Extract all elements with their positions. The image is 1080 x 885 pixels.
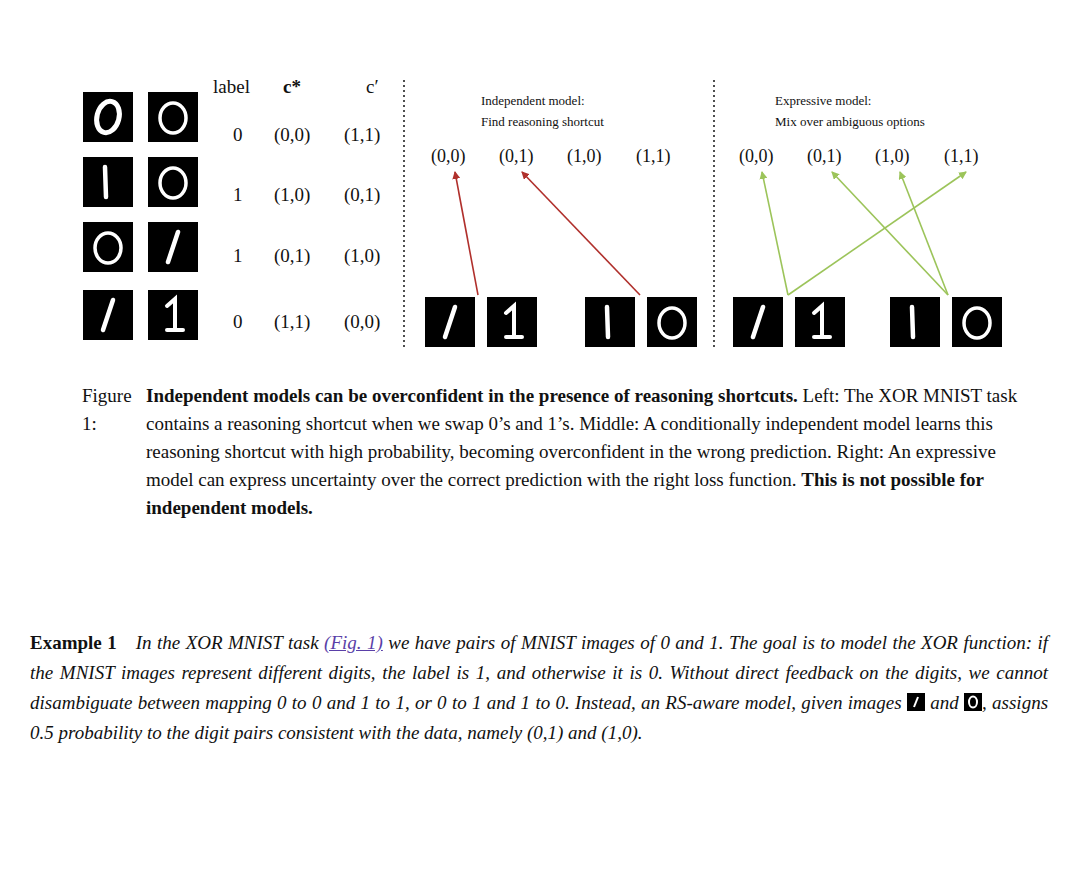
table-cell: (1,0): [344, 245, 380, 267]
panel-heading: Find reasoning shortcut: [481, 115, 604, 130]
table-cell: (0,1): [344, 184, 380, 206]
table-cell: 0: [233, 311, 243, 333]
table-cell: (1,1): [274, 311, 310, 333]
table-cell: 0: [233, 124, 243, 146]
caption-body: Independent models can be overconfident …: [146, 382, 1048, 522]
table-cell: (1,1): [344, 124, 380, 146]
figure-link: (Fig. 1): [324, 632, 383, 653]
inline-digit: [907, 693, 925, 711]
option-label: (0,0): [739, 146, 774, 167]
table-cell: (0,1): [274, 245, 310, 267]
mixture-arrows: [762, 172, 966, 295]
caption-text: Independent models can be overconfident …: [146, 385, 798, 406]
shortcut-arrows: [455, 172, 640, 295]
table-cell: (0,0): [344, 311, 380, 333]
option-label: (1,1): [944, 146, 979, 167]
option-label: (1,1): [636, 146, 671, 167]
option-label: (1,0): [875, 146, 910, 167]
table-cell: (0,0): [274, 124, 310, 146]
figure-caption: Figure 1:Independent models can be overc…: [82, 382, 1048, 522]
option-label: (1,0): [567, 146, 602, 167]
dotted-divider: [404, 80, 714, 348]
panel-heading: Expressive model:: [775, 94, 871, 109]
column-header: c*: [283, 76, 301, 98]
example-heading: Example 1: [30, 632, 117, 653]
example-text: and: [930, 692, 959, 713]
example-text: In the XOR MNIST task: [136, 632, 319, 653]
example-paragraph: Example 1 In the XOR MNIST task (Fig. 1)…: [30, 628, 1048, 748]
column-header: label: [213, 76, 250, 98]
panel-heading: Mix over ambiguous options: [775, 115, 925, 130]
mnist-digits: [83, 92, 1002, 347]
table-cell: (1,0): [274, 184, 310, 206]
option-label: (0,0): [431, 146, 466, 167]
caption-number: Figure 1:: [82, 382, 146, 522]
option-label: (0,1): [807, 146, 842, 167]
option-label: (0,1): [499, 146, 534, 167]
column-header: c′: [366, 76, 379, 98]
table-cell: 1: [233, 245, 243, 267]
panel-heading: Independent model:: [481, 94, 585, 109]
table-cell: 1: [233, 184, 243, 206]
inline-digit: [964, 693, 982, 711]
